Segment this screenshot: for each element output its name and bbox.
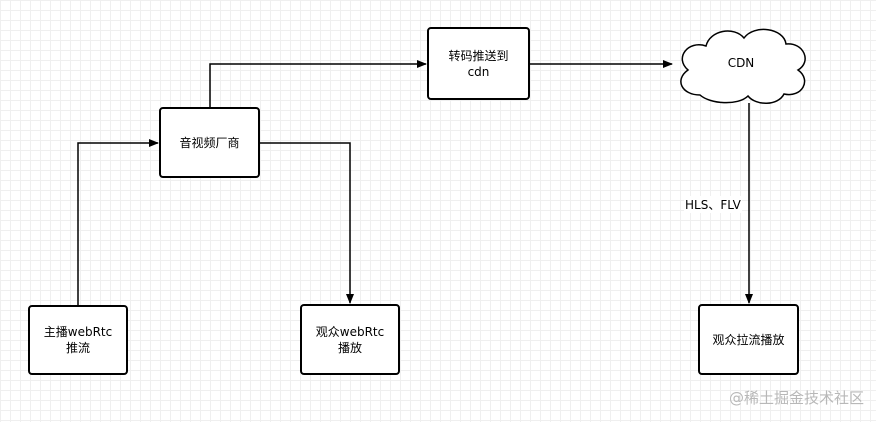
viewer-pull-node[interactable]: 观众拉流播放 <box>698 304 799 375</box>
anchor-label: 主播webRtc 推流 <box>43 325 113 355</box>
edge-anchor-to-vendor <box>77 139 159 305</box>
hls-flv-label: HLS、FLV <box>684 196 742 213</box>
vendor-node[interactable]: 音视频厂商 <box>159 107 260 178</box>
transcode-label: 转码推送到 cdn <box>448 48 509 79</box>
cdn-label: CDN <box>727 56 755 70</box>
viewer-webrtc-node[interactable]: 观众webRtc 播放 <box>300 304 400 375</box>
cdn-cloud-shape <box>680 28 806 104</box>
viewer-pull-label: 观众拉流播放 <box>712 332 785 347</box>
edge-vendor-to-viewer-webrtc <box>260 142 354 304</box>
edge-vendor-to-transcode <box>209 60 427 107</box>
transcode-node[interactable]: 转码推送到 cdn <box>427 27 530 100</box>
watermark-text: @稀土掘金技术社区 <box>728 389 864 407</box>
viewer-webrtc-label: 观众webRtc 播放 <box>315 324 385 355</box>
anchor-node[interactable]: 主播webRtc 推流 <box>28 305 128 375</box>
vendor-label: 音视频厂商 <box>179 135 240 150</box>
